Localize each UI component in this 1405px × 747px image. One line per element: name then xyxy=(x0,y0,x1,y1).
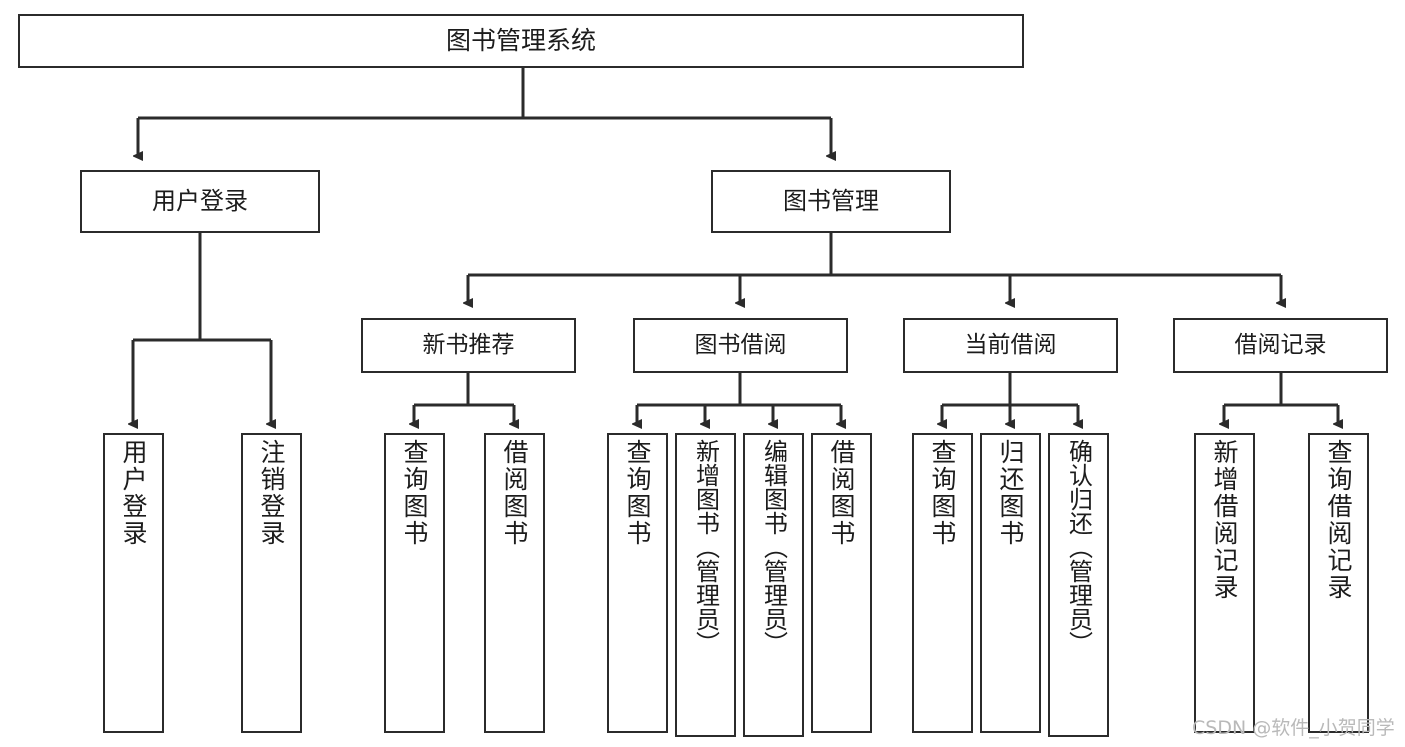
node-root[interactable]: 图书管理系统 xyxy=(18,14,1024,68)
node-book-manage[interactable]: 图书管理 xyxy=(711,170,951,233)
node-user-login-label: 用户登录 xyxy=(152,187,248,216)
node-borrow-record[interactable]: 借阅记录 xyxy=(1173,318,1388,373)
leaf-edit-book-admin-label: 编辑图书（管理员） xyxy=(759,439,788,655)
node-current-borrow[interactable]: 当前借阅 xyxy=(903,318,1118,373)
node-new-book-recommend-label: 新书推荐 xyxy=(422,331,515,358)
leaf-logout-label: 注销登录 xyxy=(257,439,286,547)
leaf-add-borrow-record-label: 新增借阅记录 xyxy=(1210,439,1239,601)
leaf-query-borrow-record-label: 查询借阅记录 xyxy=(1324,439,1353,601)
leaf-return-book[interactable]: 归还图书 xyxy=(980,433,1041,733)
leaf-borrow-book-borrow[interactable]: 借阅图书 xyxy=(811,433,872,733)
leaf-query-book-borrow-label: 查询图书 xyxy=(623,439,652,547)
node-borrow-record-label: 借阅记录 xyxy=(1234,331,1327,358)
node-user-login[interactable]: 用户登录 xyxy=(80,170,320,233)
leaf-user-login-label: 用户登录 xyxy=(119,439,148,547)
leaf-logout[interactable]: 注销登录 xyxy=(241,433,302,733)
leaf-return-book-label: 归还图书 xyxy=(996,439,1025,547)
leaf-add-book-admin-label: 新增图书（管理员） xyxy=(691,439,720,655)
leaf-edit-book-admin[interactable]: 编辑图书（管理员） xyxy=(743,433,804,737)
watermark: CSDN @软件_小贺同学 xyxy=(1192,717,1395,739)
leaf-user-login[interactable]: 用户登录 xyxy=(103,433,164,733)
leaf-add-borrow-record[interactable]: 新增借阅记录 xyxy=(1194,433,1255,733)
node-book-manage-label: 图书管理 xyxy=(783,187,879,216)
node-book-borrow[interactable]: 图书借阅 xyxy=(633,318,848,373)
leaf-add-book-admin[interactable]: 新增图书（管理员） xyxy=(675,433,736,737)
leaf-borrow-book-recommend-label: 借阅图书 xyxy=(500,439,529,547)
leaf-query-book-current-label: 查询图书 xyxy=(928,439,957,547)
leaf-query-book-borrow[interactable]: 查询图书 xyxy=(607,433,668,733)
leaf-borrow-book-recommend[interactable]: 借阅图书 xyxy=(484,433,545,733)
node-new-book-recommend[interactable]: 新书推荐 xyxy=(361,318,576,373)
leaf-confirm-return-admin-label: 确认归还（管理员） xyxy=(1064,439,1093,655)
leaf-query-book-current[interactable]: 查询图书 xyxy=(912,433,973,733)
node-root-label: 图书管理系统 xyxy=(445,26,596,56)
leaf-borrow-book-borrow-label: 借阅图书 xyxy=(827,439,856,547)
node-book-borrow-label: 图书借阅 xyxy=(694,331,787,358)
leaf-query-book-recommend[interactable]: 查询图书 xyxy=(384,433,445,733)
leaf-query-book-recommend-label: 查询图书 xyxy=(400,439,429,547)
node-current-borrow-label: 当前借阅 xyxy=(964,331,1057,358)
leaf-confirm-return-admin[interactable]: 确认归还（管理员） xyxy=(1048,433,1109,737)
leaf-query-borrow-record[interactable]: 查询借阅记录 xyxy=(1308,433,1369,733)
